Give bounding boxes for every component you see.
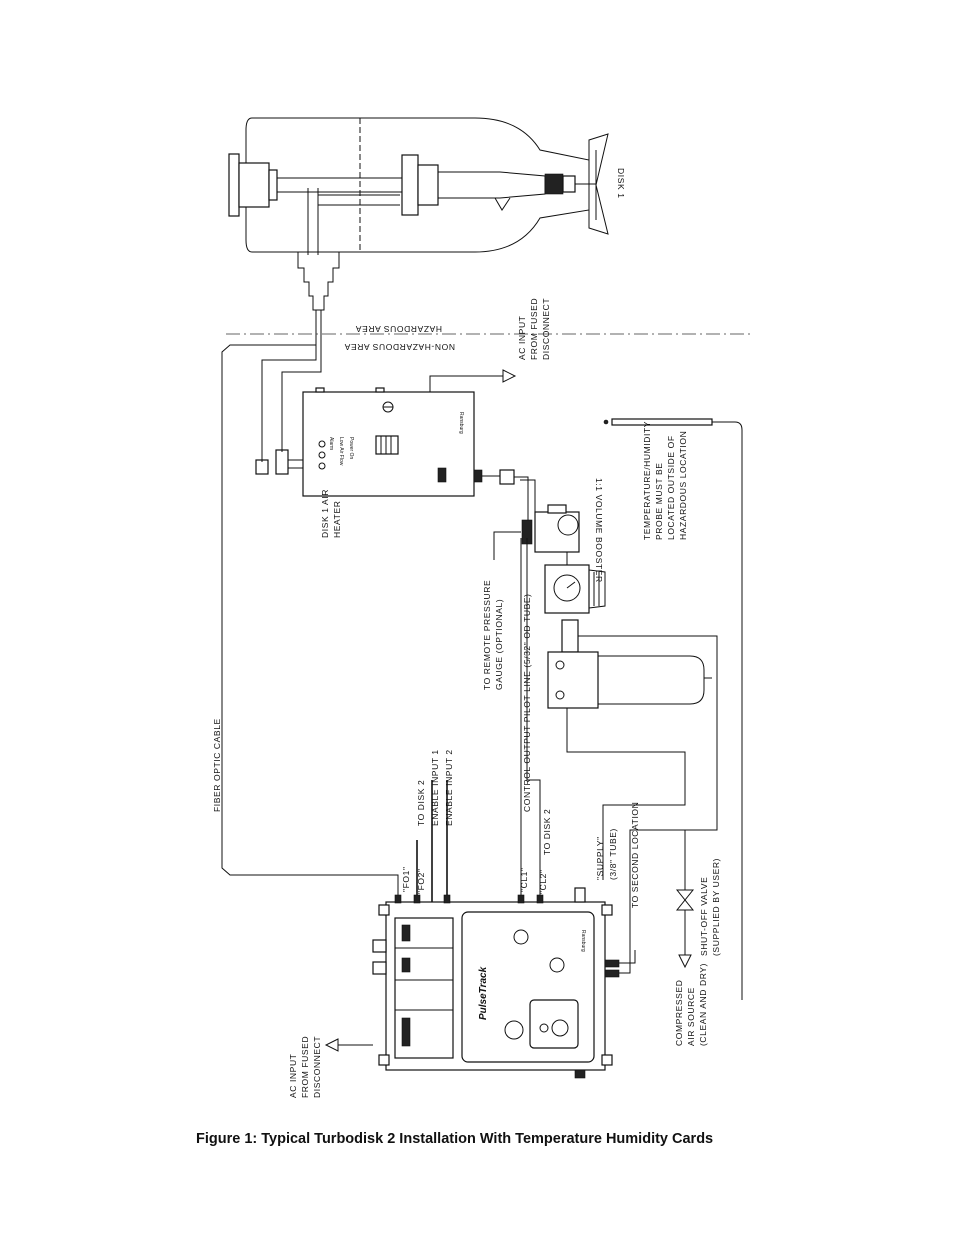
air-heater-label-2: HEATER xyxy=(332,501,342,538)
cl1-label: "CL1" xyxy=(519,867,529,892)
remote-gauge-label-2: GAUGE (OPTIONAL) xyxy=(494,599,504,690)
figure-caption: Figure 1: Typical Turbodisk 2 Installati… xyxy=(196,1131,714,1147)
ac-input-top-label-1: AC INPUT xyxy=(517,316,527,360)
heater-power-on-label: Power On xyxy=(348,437,354,459)
pilot-lines: TO REMOTE PRESSURE GAUGE (OPTIONAL) CONT… xyxy=(482,531,552,900)
signal-lines: FIBER OPTIC CABLE TO DISK 2 ENABLE INPUT… xyxy=(212,344,640,908)
disk1-label: DISK 1 xyxy=(616,168,626,199)
air-heater-label-1: DISK 1 AIR xyxy=(320,489,330,538)
pilot-line-label: CONTROL OUTPUT PILOT LINE (5/32" OD TUBE… xyxy=(522,593,532,812)
to-disk2-pilot-label: TO DISK 2 xyxy=(542,809,552,855)
ac-input-bottom-label-3: DISCONNECT xyxy=(312,1036,322,1098)
non-hazardous-area-label: NON-HAZARDOUS AREA xyxy=(344,342,455,352)
hazardous-area-label: HAZARDOUS AREA xyxy=(355,324,442,334)
cl2-label: "CL2" xyxy=(538,869,548,894)
compressed-air-label-1: COMPRESSED xyxy=(674,980,684,1046)
compressed-air-label-2: AIR SOURCE xyxy=(686,987,696,1046)
air-heater-unit: Alarm Low Air Flow Power On Ransburg DIS… xyxy=(255,387,515,538)
probe-label-4: HAZARDOUS LOCATION xyxy=(678,431,688,540)
supply-label-1: "SUPPLY" xyxy=(595,836,605,880)
controller-product-label: PulseTrack xyxy=(478,966,489,1020)
shutoff-label-1: SHUT-OFF VALVE xyxy=(699,877,709,956)
fo2-label: "FO2" xyxy=(416,868,426,894)
pneumatic-train: 1:1 VOLUME BOOSTER xyxy=(514,476,718,960)
ac-input-bottom-label-2: FROM FUSED xyxy=(300,1036,310,1098)
probe-label-3: LOCATED OUTSIDE OF xyxy=(666,435,676,540)
enable-input-1-label: ENABLE INPUT 1 xyxy=(430,749,440,826)
to-disk2-fo-label: TO DISK 2 xyxy=(416,780,426,826)
disk1-assembly: DISK 1 xyxy=(228,117,626,345)
second-location-label: TO SECOND LOCATION xyxy=(630,802,640,908)
enable-input-2-label: ENABLE INPUT 2 xyxy=(444,749,454,826)
hazard-boundary: HAZARDOUS AREA NON-HAZARDOUS AREA xyxy=(226,324,752,352)
air-supply: SHUT-OFF VALVE (SUPPLIED BY USER) COMPRE… xyxy=(674,830,721,1046)
ac-input-bottom-label-1: AC INPUT xyxy=(288,1054,298,1098)
temp-humidity-probe: TEMPERATURE/HUMIDITY PROBE MUST BE LOCAT… xyxy=(603,418,743,1000)
heater-air-line xyxy=(261,345,317,462)
supply-label-2: (3/8" TUBE) xyxy=(608,828,618,880)
ac-input-heater: AC INPUT FROM FUSED DISCONNECT xyxy=(429,298,551,392)
shutoff-label-2: (SUPPLIED BY USER) xyxy=(711,858,721,956)
fo1-label: "FO1" xyxy=(401,866,411,892)
remote-gauge-label-1: TO REMOTE PRESSURE xyxy=(482,580,492,690)
controller-brand-label: Ransburg xyxy=(580,930,586,952)
probe-label-1: TEMPERATURE/HUMIDITY xyxy=(642,421,652,540)
pulsetrack-controller: PulseTrack Ransburg xyxy=(372,887,636,1079)
heater-low-air-flow-label: Low Air Flow xyxy=(338,437,344,466)
fiber-optic-label: FIBER OPTIC CABLE xyxy=(212,718,222,812)
probe-label-2: PROBE MUST BE xyxy=(654,462,664,540)
compressed-air-label-3: (CLEAN AND DRY) xyxy=(698,963,708,1046)
heater-air-line-2 xyxy=(281,345,322,452)
ac-input-top-label-2: FROM FUSED xyxy=(529,298,539,360)
ac-input-controller: AC INPUT FROM FUSED DISCONNECT xyxy=(288,1036,373,1098)
heater-alarm-label: Alarm xyxy=(328,437,334,450)
volume-booster-label: 1:1 VOLUME BOOSTER xyxy=(594,478,604,583)
ac-input-top-label-3: DISCONNECT xyxy=(541,298,551,360)
heater-brand-label: Ransburg xyxy=(458,412,464,434)
